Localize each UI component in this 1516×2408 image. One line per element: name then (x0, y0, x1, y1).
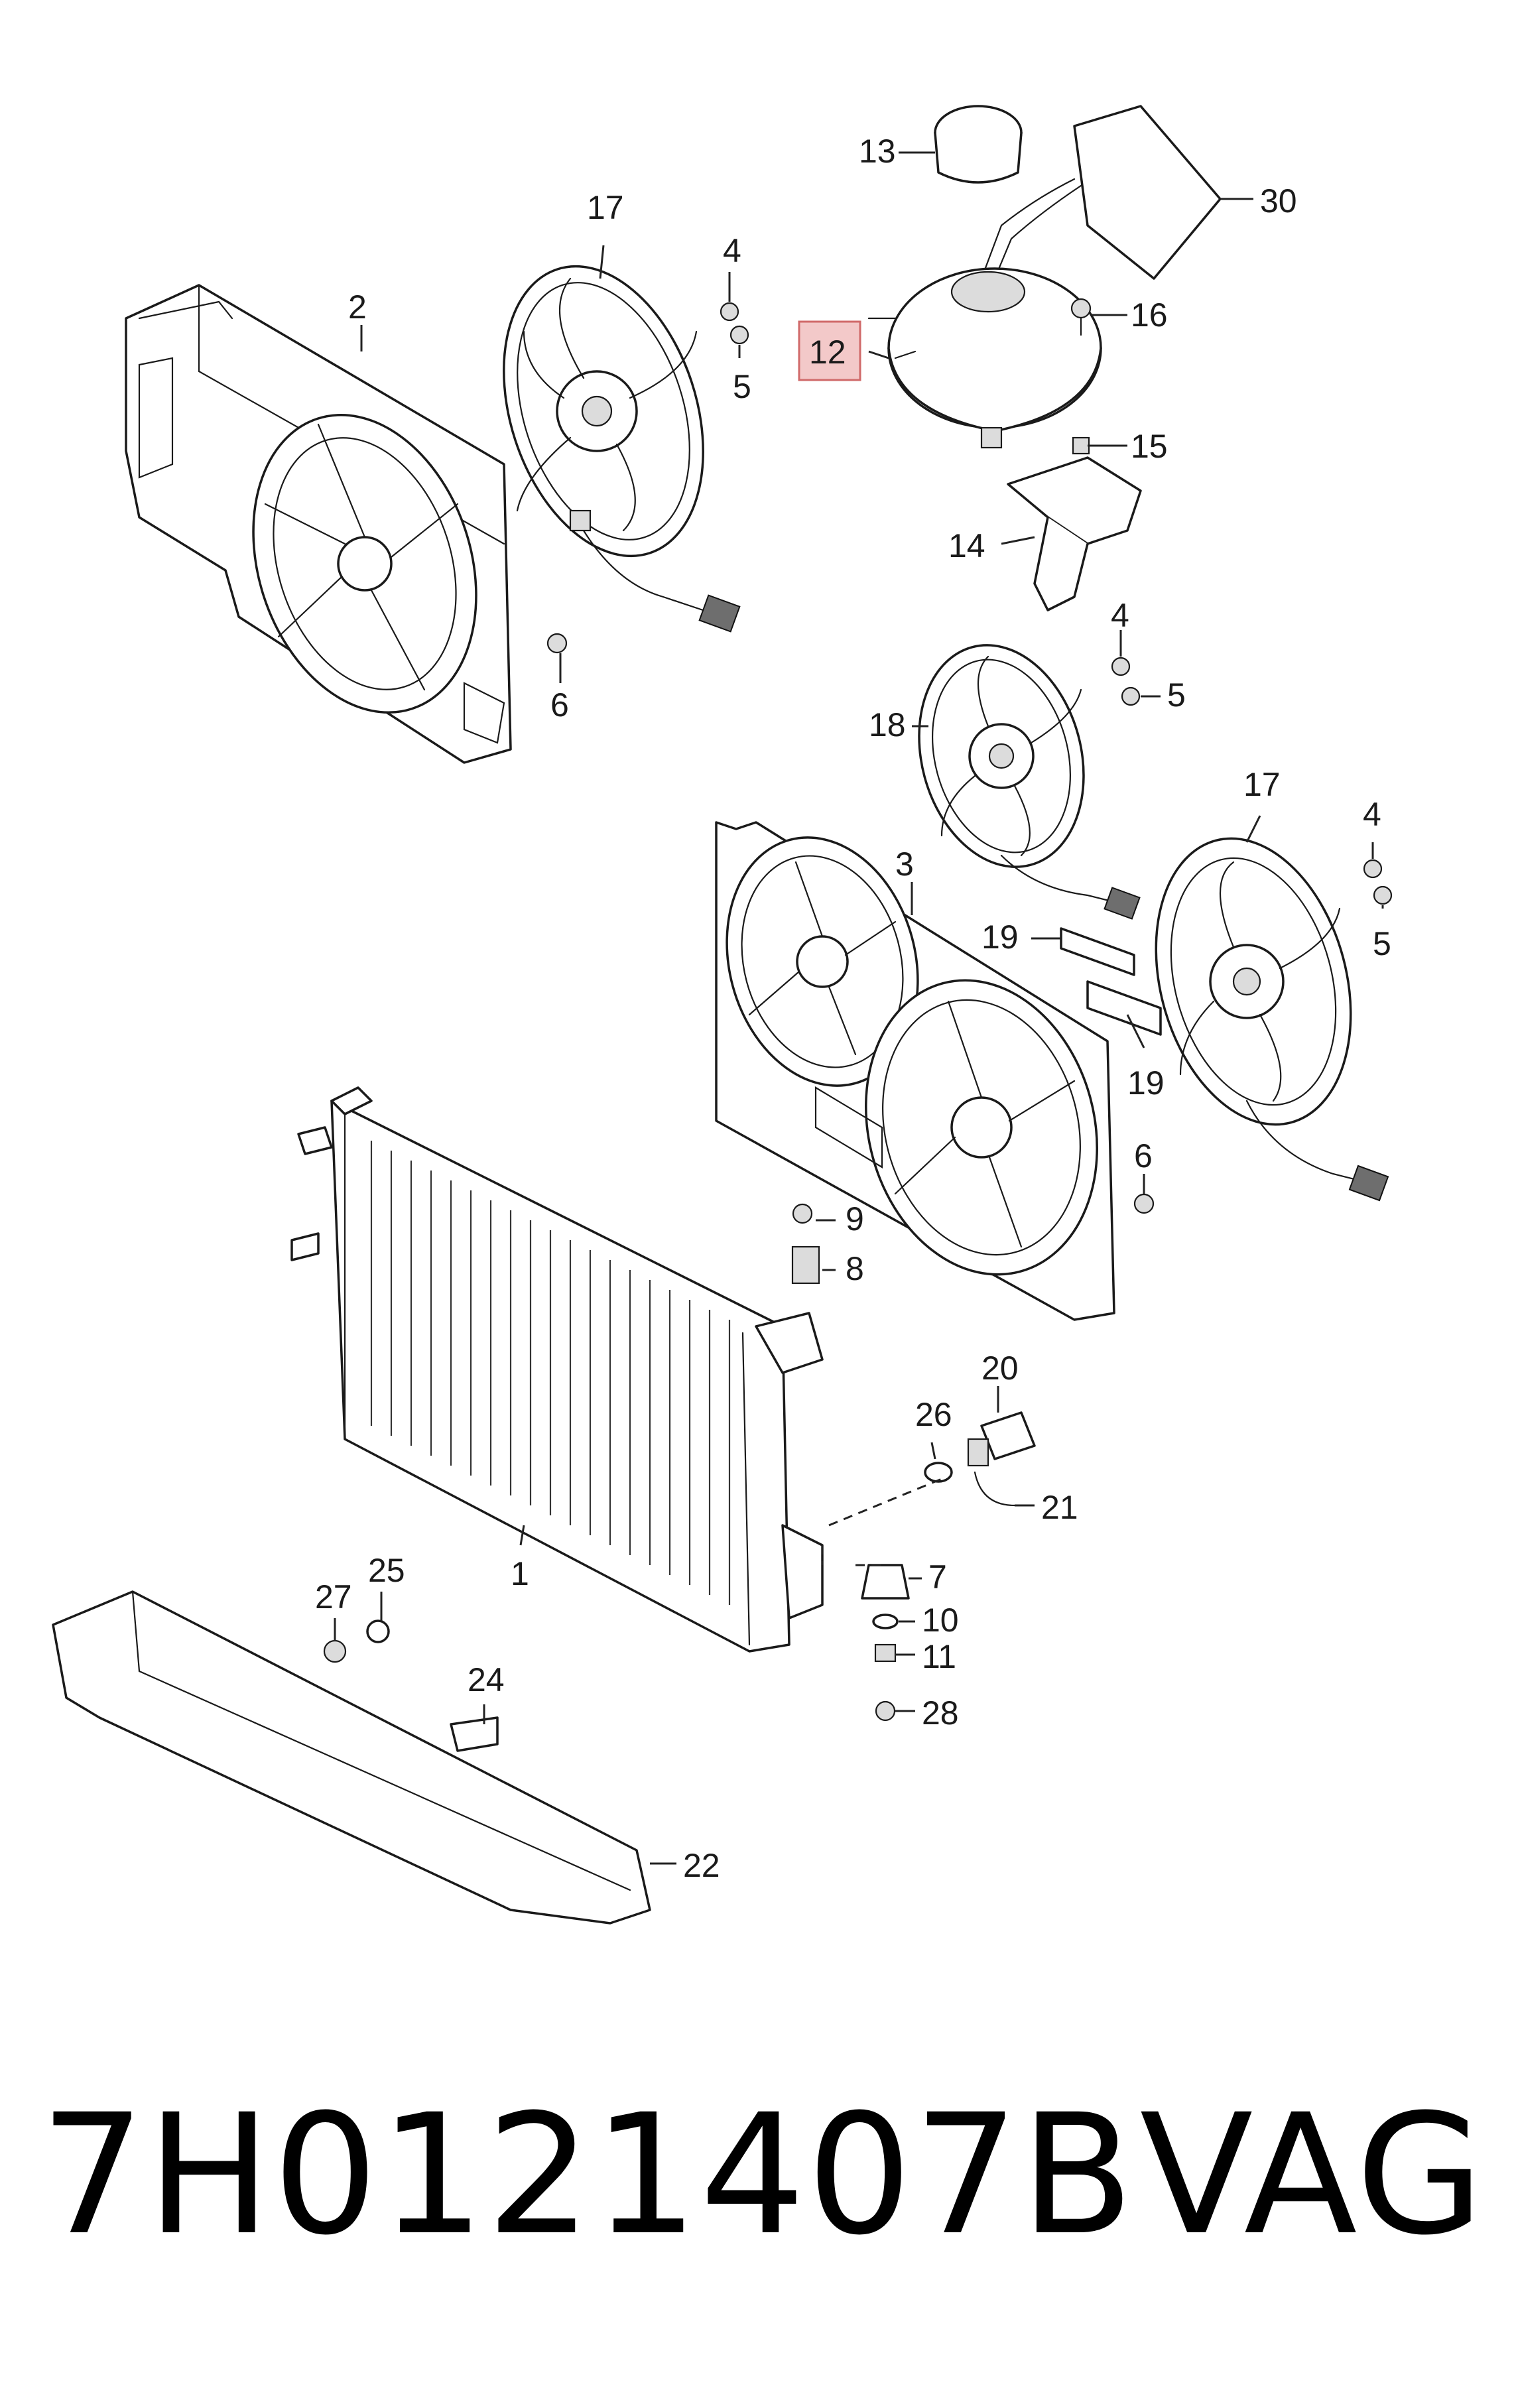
fan-assembly-top (503, 265, 741, 633)
callout-7: 7 (928, 1558, 947, 1596)
callout-17-right: 17 (1243, 766, 1281, 803)
highlight-box (798, 320, 861, 381)
callout-3: 3 (895, 846, 914, 883)
callout-26: 26 (915, 1396, 952, 1433)
callout-21: 21 (1041, 1489, 1078, 1526)
part-number: 7H0121407B (40, 2078, 1135, 2271)
callout-2: 2 (348, 288, 367, 326)
callout-14: 14 (948, 527, 985, 564)
expansion-tank-assembly (867, 105, 1222, 611)
callout-4-middle: 4 (1111, 597, 1129, 634)
clips (1060, 927, 1162, 1036)
callout-28: 28 (922, 1694, 959, 1732)
callout-15: 15 (1131, 428, 1168, 465)
callout-4-top: 4 (723, 232, 741, 269)
callout-19-bottom: 19 (1127, 1064, 1165, 1102)
callout-13: 13 (859, 133, 896, 170)
callout-12: 12 (809, 334, 846, 371)
callout-24: 24 (468, 1661, 505, 1698)
callout-8: 8 (846, 1250, 864, 1287)
callout-20: 20 (981, 1350, 1019, 1387)
callout-27: 27 (315, 1578, 352, 1616)
callout-25: 25 (368, 1552, 405, 1589)
callout-5-right: 5 (1373, 925, 1391, 962)
callout-4-right: 4 (1363, 796, 1381, 833)
callout-10: 10 (922, 1602, 959, 1639)
radiator (290, 1086, 824, 1653)
callout-9: 9 (846, 1200, 864, 1237)
callout-18: 18 (869, 706, 906, 743)
brand: VAG (1139, 2078, 1485, 2271)
callout-16: 16 (1131, 296, 1168, 334)
callout-6-top: 6 (550, 686, 569, 724)
fan-assembly-middle (918, 644, 1141, 920)
callout-30: 30 (1260, 182, 1297, 220)
leader-lines (334, 151, 1384, 1865)
callout-11: 11 (922, 1638, 956, 1675)
fan-assembly-right (1155, 837, 1389, 1202)
fan-shroud-double (715, 821, 1115, 1321)
fan-shroud-single (125, 284, 512, 764)
caption: 7H0121407B VAG (40, 2076, 1485, 2275)
radiator-core-hatch (370, 1141, 731, 1605)
callout-5-middle: 5 (1167, 676, 1186, 714)
air-guide-lower (52, 1590, 651, 1925)
callout-19-top: 19 (981, 919, 1019, 956)
callout-5-top: 5 (733, 368, 751, 405)
callout-22: 22 (683, 1847, 720, 1884)
callout-6-right: 6 (1134, 1137, 1153, 1174)
fasteners (323, 302, 1393, 1722)
callout-1: 1 (511, 1555, 529, 1592)
callout-numbers: 1 2 3 4 5 6 4 5 4 5 6 7 8 9 10 11 12 13 … (315, 133, 1391, 1884)
callout-17-top: 17 (587, 189, 624, 226)
